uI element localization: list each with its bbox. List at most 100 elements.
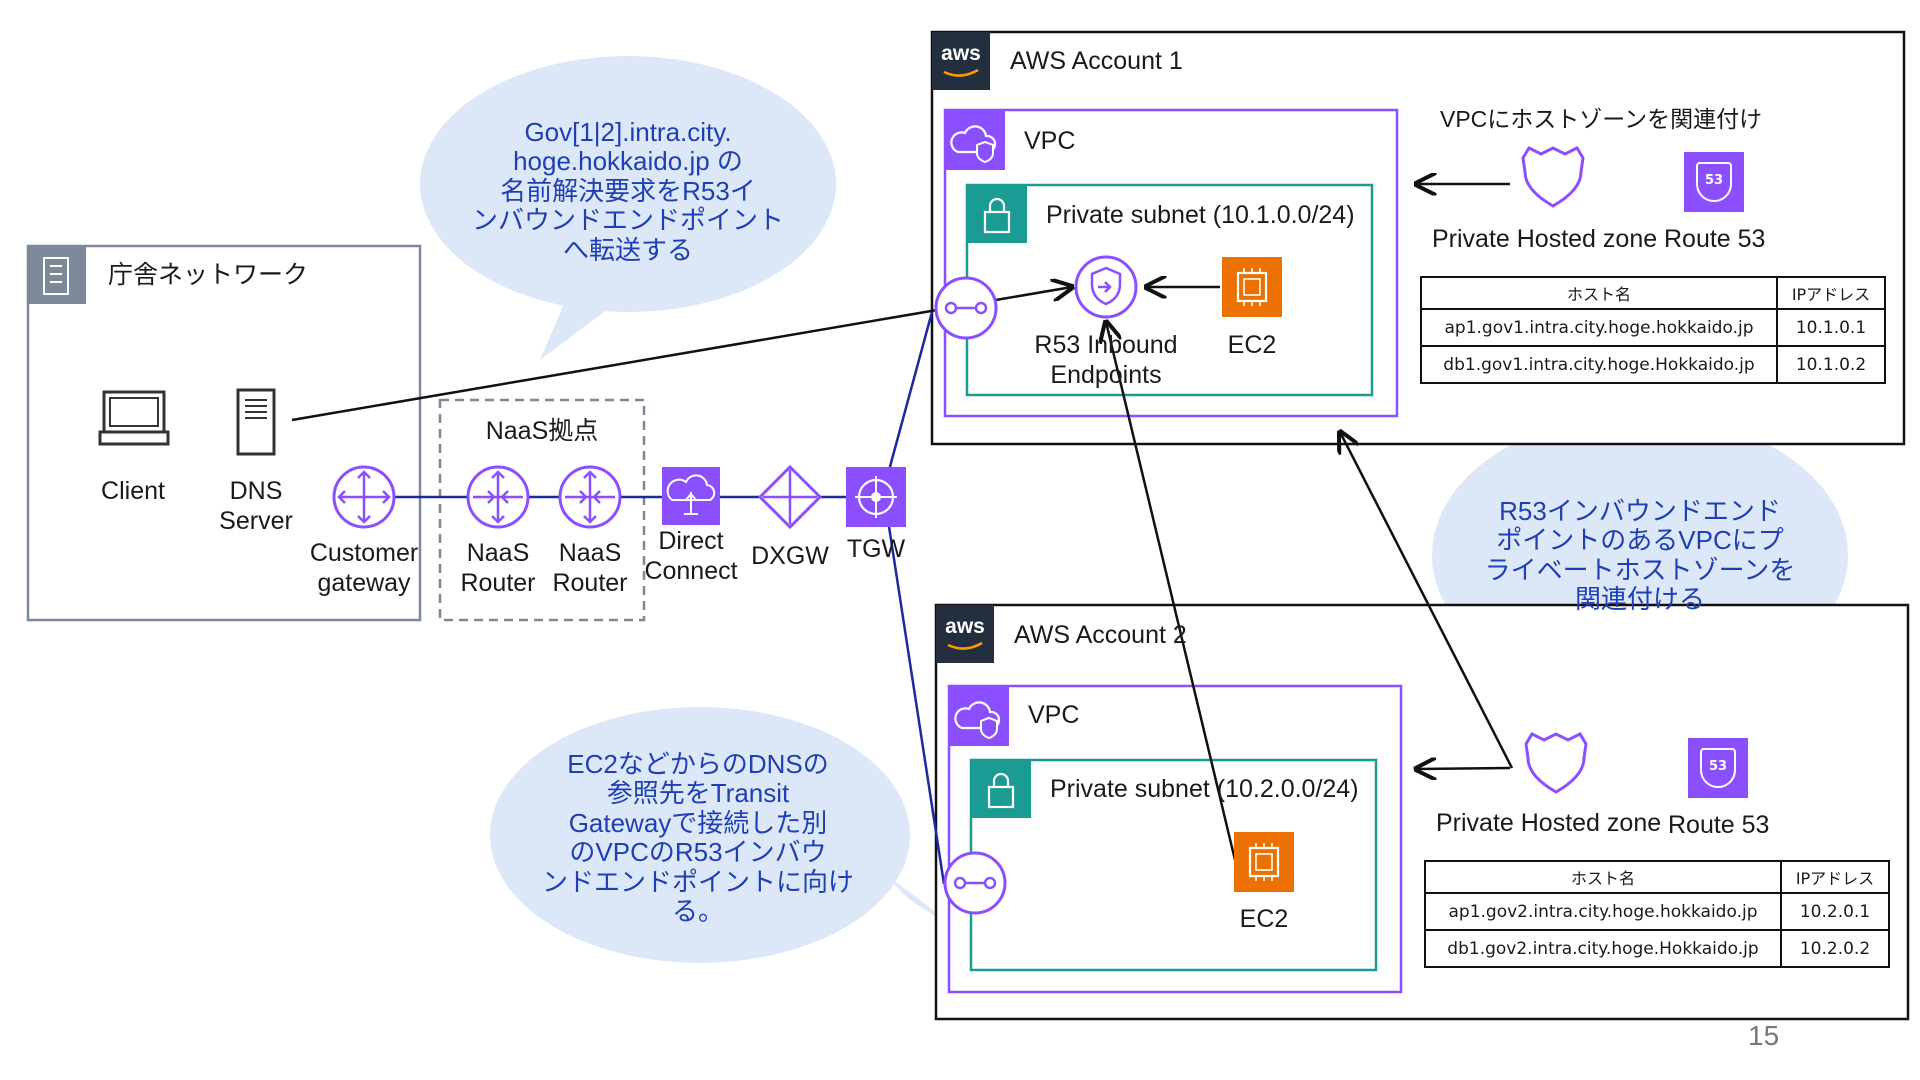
dns-server-icon — [236, 388, 276, 456]
network-link — [394, 311, 946, 885]
callout-line: R53インバウンドエンド — [1499, 496, 1781, 526]
ec2-label: EC2 — [1227, 331, 1277, 359]
callout-line: ンドエンドポイントに向け — [541, 866, 854, 897]
table-header: ホスト名 — [1420, 276, 1778, 310]
zone-association-cross-arrow — [1340, 432, 1514, 769]
table-header: IPアドレス — [1776, 276, 1886, 310]
callout-line: 参照先をTransit — [606, 778, 790, 809]
naas-router-label-line: Router — [552, 569, 628, 597]
ec2-icon — [1222, 257, 1282, 317]
vpc-cloud-icon — [949, 686, 1009, 746]
table-cell: 10.2.0.1 — [1780, 892, 1890, 931]
aws-logo-icon — [936, 605, 994, 663]
callout-line: る。 — [671, 895, 724, 926]
page-number: 15 — [1748, 1020, 1780, 1051]
hosted-zone-label: Private Hosted zone — [1432, 225, 1658, 253]
callout-line: hoge.hokkaido.jp の — [513, 146, 743, 177]
callout-forward-bubble — [420, 56, 836, 360]
lock-icon — [971, 760, 1031, 818]
r53-inbound-endpoint-label: R53 Inbound Endpoints — [1026, 330, 1186, 390]
client-label: Client — [101, 477, 165, 505]
customer-gateway-label: Customer gateway — [304, 538, 424, 598]
callout-line: Gov[1|2].intra.city. — [524, 117, 732, 147]
office-network-box — [26, 244, 422, 622]
zone-association-arrow — [1416, 768, 1511, 769]
hosted-zone-icon — [1524, 732, 1588, 794]
table-cell: 10.1.0.1 — [1776, 308, 1886, 347]
callout-associate-text: R53インバウンドエンド ポイントのあるVPCにプ ライベートホストゾーンを 関… — [1460, 496, 1820, 615]
callout-line: 関連付ける — [1574, 584, 1705, 615]
hosted-zone-icon — [1521, 146, 1585, 208]
dxgw-icon — [757, 464, 823, 530]
naas-router-label-line: Router — [460, 569, 536, 597]
r53-inbound-label-line: R53 Inbound — [1034, 331, 1178, 359]
route53-icon: 53 — [1684, 152, 1744, 212]
aws-account-2-title: AWS Account 2 — [1014, 621, 1187, 649]
dns-server-label: DNS Server — [206, 476, 306, 536]
hosts-table-2: ホスト名 IPアドレス ap1.gov2.intra.city.hoge.hok… — [1424, 860, 1890, 968]
callout-line: ポイントのあるVPCにプ — [1496, 525, 1784, 556]
naas-router-icon — [558, 465, 622, 529]
table-cell: ap1.gov2.intra.city.hoge.hokkaido.jp — [1424, 892, 1782, 931]
table-cell: db1.gov1.intra.city.hoge.Hokkaido.jp — [1420, 345, 1778, 384]
tgw-icon — [846, 467, 906, 527]
route53-icon: 53 — [1688, 738, 1748, 798]
ec2-label: EC2 — [1239, 905, 1289, 933]
naas-router-label: NaaS Router — [540, 538, 640, 598]
table-cell: 10.1.0.2 — [1776, 345, 1886, 384]
hosted-zone-label: Private Hosted zone — [1436, 809, 1662, 837]
table-row: db1.gov1.intra.city.hoge.Hokkaido.jp 10.… — [1420, 345, 1886, 384]
table-row: db1.gov2.intra.city.hoge.Hokkaido.jp 10.… — [1424, 929, 1890, 968]
aws-logo-text: aws — [941, 42, 981, 65]
customer-gateway-icon — [332, 465, 396, 529]
callout-line: 名前解決要求をR53イ — [500, 175, 756, 206]
tgw-attachment-icon — [934, 276, 998, 340]
naas-router-label: NaaS Router — [448, 538, 548, 598]
table-row: ap1.gov2.intra.city.hoge.hokkaido.jp 10.… — [1424, 892, 1890, 931]
aws-account-1-title: AWS Account 1 — [1010, 47, 1183, 75]
callout-line: Gatewayで接続した別 — [568, 807, 828, 838]
tgw-label: TGW — [846, 535, 906, 563]
table-header: ホスト名 — [1424, 860, 1782, 894]
ec2-icon — [1234, 832, 1294, 892]
callout-line: EC2などからのDNSの — [567, 749, 829, 779]
hosts-table-1: ホスト名 IPアドレス ap1.gov1.intra.city.hoge.hok… — [1420, 276, 1886, 384]
aws-logo-text: aws — [945, 615, 985, 638]
vpc-cloud-icon — [945, 110, 1005, 170]
route53-badge-label: 53 — [1696, 162, 1732, 202]
callout-line: のVPCのR53インバウ — [569, 837, 827, 868]
zone-association-label: VPCにホストゾーンを関連付け — [1440, 106, 1763, 132]
naas-site-title: NaaS拠点 — [485, 417, 599, 445]
naas-router-icon — [466, 465, 530, 529]
callout-line: ンバウンドエンドポイント — [471, 205, 784, 236]
callout-forward-text: Gov[1|2].intra.city. hoge.hokkaido.jp の … — [448, 117, 808, 265]
tgw-attachment-icon — [943, 851, 1007, 915]
vpc-2-label: VPC — [1028, 701, 1080, 729]
table-cell: ap1.gov1.intra.city.hoge.hokkaido.jp — [1420, 308, 1778, 347]
r53-inbound-label-line: Endpoints — [1050, 361, 1162, 389]
callout-line: へ転送する — [562, 234, 693, 265]
vpc-1-label: VPC — [1024, 127, 1076, 155]
direct-connect-label-line: Direct — [658, 527, 724, 555]
dns-server-label-line: DNS — [229, 477, 283, 505]
naas-router-label-line: NaaS — [466, 539, 530, 567]
table-cell: db1.gov2.intra.city.hoge.Hokkaido.jp — [1424, 929, 1782, 968]
table-header: IPアドレス — [1780, 860, 1890, 894]
naas-router-label-line: NaaS — [558, 539, 622, 567]
route53-label: Route 53 — [1668, 811, 1770, 839]
vpc-2-box — [947, 684, 1403, 994]
route53-badge-label: 53 — [1700, 748, 1736, 788]
dxgw-label: DXGW — [751, 542, 829, 570]
office-network-title: 庁舎ネットワーク — [108, 261, 309, 289]
direct-connect-label: Direct Connect — [636, 526, 746, 586]
direct-connect-label-line: Connect — [644, 557, 738, 585]
table-cell: 10.2.0.2 — [1780, 929, 1890, 968]
table-header-row: ホスト名 IPアドレス — [1424, 860, 1890, 894]
ec2-cross-account-arrow — [1106, 322, 1237, 861]
customer-gateway-label-line: Customer — [309, 539, 419, 567]
table-row: ap1.gov1.intra.city.hoge.hokkaido.jp 10.… — [1420, 308, 1886, 347]
client-laptop-icon — [98, 390, 170, 446]
private-subnet-1-label: Private subnet (10.1.0.0/24) — [1046, 201, 1355, 229]
